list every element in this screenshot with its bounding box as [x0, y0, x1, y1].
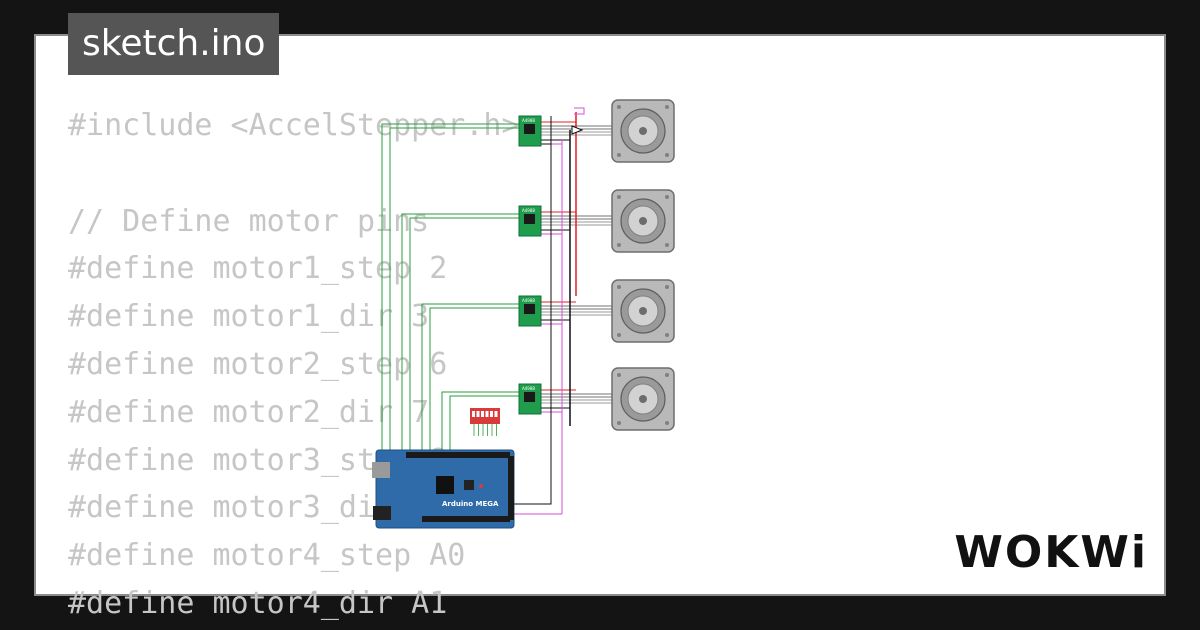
dip-key [494, 411, 498, 417]
wire-dir [449, 395, 519, 456]
code-line: // Define motor pins [68, 203, 430, 239]
driver-label: A4988 [522, 386, 535, 391]
wire-step [421, 303, 519, 456]
stepper-motors [611, 99, 675, 431]
code-line: #include <AccelStepper.h> [68, 108, 520, 143]
code-line: #define motor4_step A0 [68, 538, 466, 574]
code-line: #define motor4_dir A1 [68, 585, 448, 621]
stepper-motor [611, 99, 675, 163]
file-tab[interactable]: sketch.ino [68, 13, 280, 75]
dip-key [485, 411, 489, 417]
code-line: #define motor1_step 2 [68, 251, 448, 287]
driver-label: A4988 [522, 118, 535, 123]
board-label: Arduino MEGA [442, 500, 499, 508]
code-preview: #include <AccelStepper.h> // Define moto… [68, 102, 520, 628]
a4988-driver: A4988 [518, 115, 542, 147]
dip-key [476, 411, 480, 417]
arduino-mega-board: Arduino MEGA [372, 449, 515, 529]
wire-step [401, 213, 519, 456]
dip-key [490, 411, 493, 417]
wire-step [441, 391, 519, 456]
code-line: #define motor2_step 6 [68, 346, 448, 382]
code-line: #define motor3_dir 9 [68, 490, 430, 526]
stepper-motor [611, 279, 675, 343]
code-line: #define motor1_dir 3 [68, 299, 430, 335]
wire-dir [389, 127, 519, 456]
dip-key [481, 411, 484, 417]
power-terminal [569, 107, 585, 426]
preview-frame: #include <AccelStepper.h> // Define moto… [34, 34, 1166, 621]
driver-label: A4988 [522, 298, 535, 303]
driver-label: A4988 [522, 208, 535, 213]
wokwi-logo: WOKWi [954, 527, 1148, 578]
a4988-driver: A4988 [518, 295, 542, 327]
wire-dir [409, 217, 519, 456]
stepper-motor [611, 367, 675, 431]
dip-key [472, 411, 475, 417]
stepper-motor [611, 189, 675, 253]
a4988-driver: A4988 [518, 205, 542, 237]
code-line: #define motor2_dir 7 [68, 394, 430, 430]
dip-switch [470, 408, 500, 424]
a4988-driver: A4988 [518, 383, 542, 415]
wire-step [381, 123, 519, 456]
wire-dir [429, 307, 519, 456]
